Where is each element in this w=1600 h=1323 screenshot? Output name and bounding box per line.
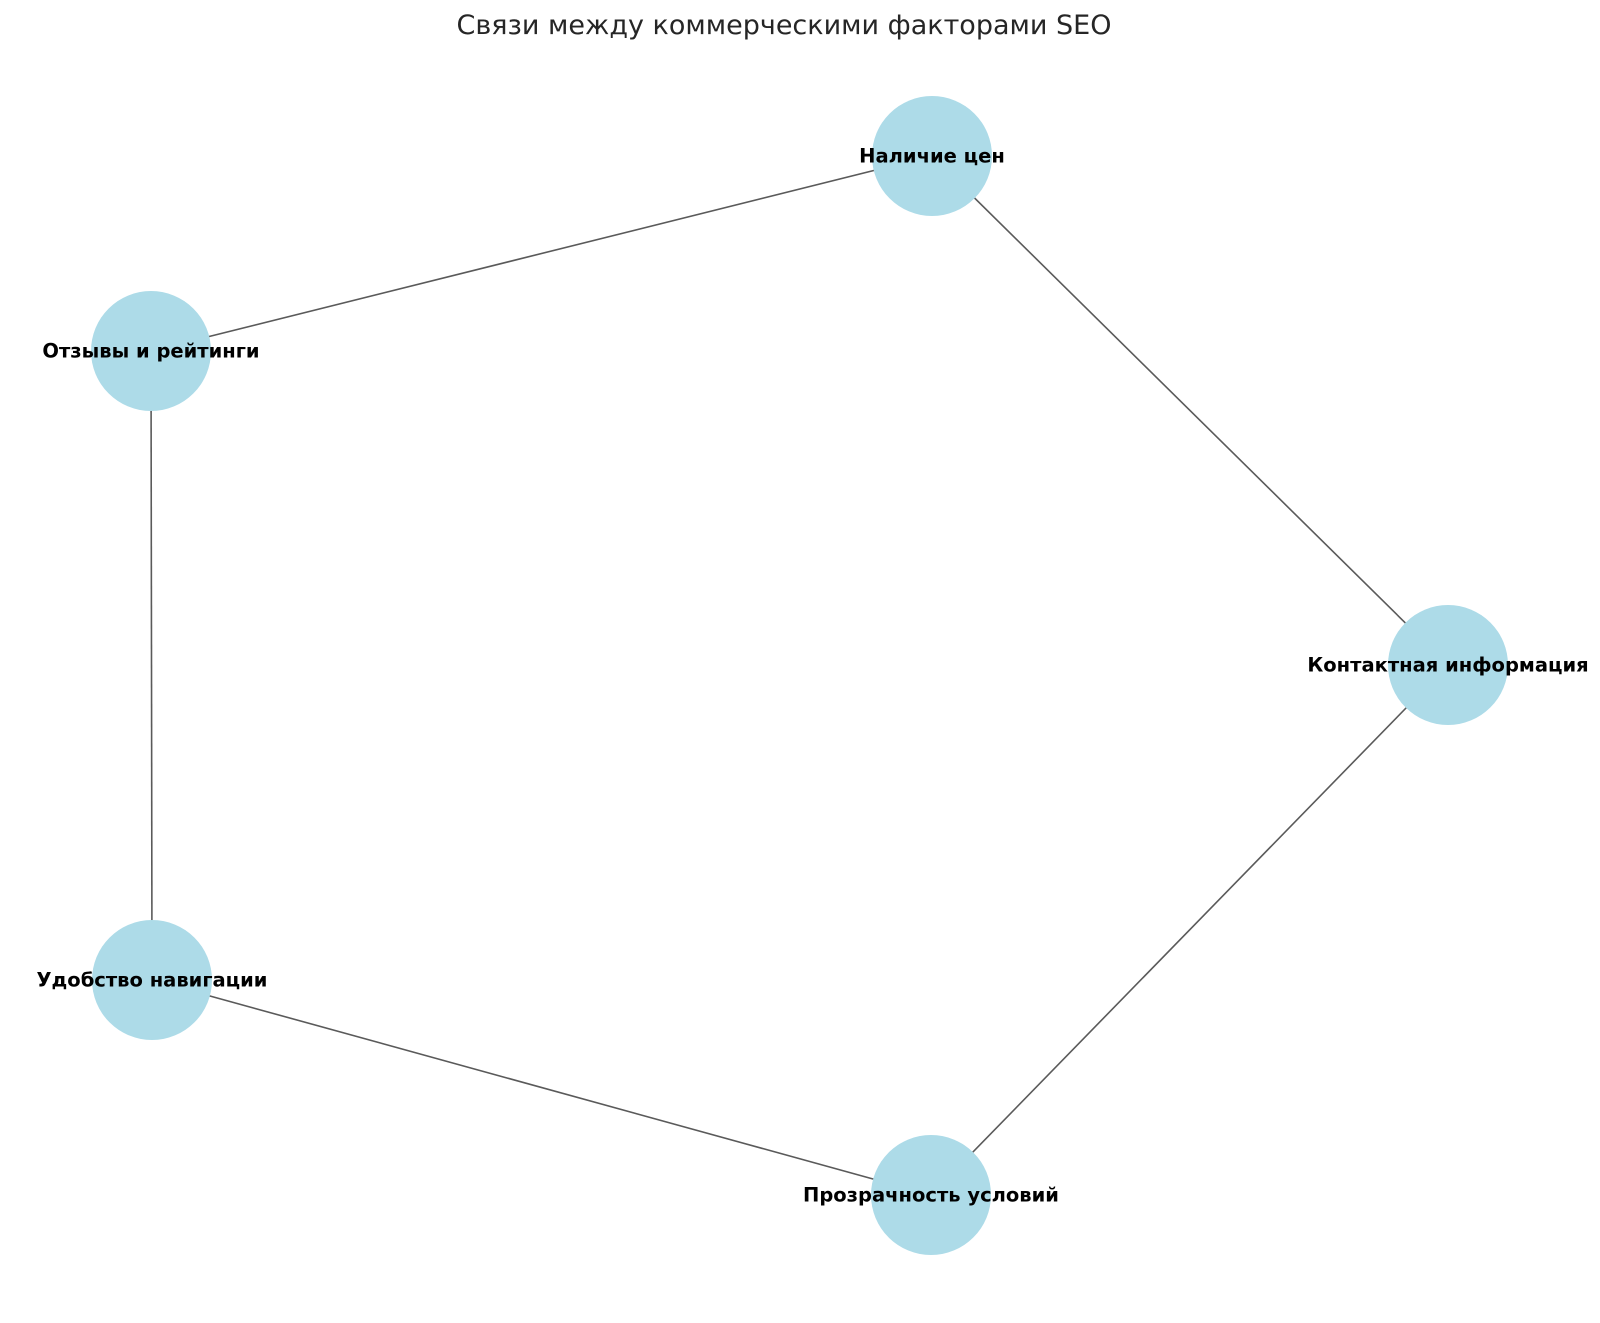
node-circle[interactable] — [1388, 605, 1508, 725]
graph-edge — [150, 350, 153, 981]
edges-layer — [150, 155, 1449, 1196]
node-label: Отзывы и рейтинги — [42, 340, 259, 363]
page-title: Связи между коммерческими факторами SEO — [456, 10, 1112, 41]
graph-edge — [930, 664, 1449, 1196]
node-label: Контактная информация — [1307, 654, 1588, 677]
graph-node[interactable]: Отзывы и рейтинги — [42, 291, 260, 411]
graph-node[interactable]: Наличие цен — [859, 96, 1005, 216]
node-label: Удобство навигации — [37, 969, 268, 992]
node-circle[interactable] — [91, 291, 211, 411]
node-label: Прозрачность условий — [803, 1184, 1059, 1207]
node-circle[interactable] — [871, 1135, 991, 1255]
node-circle[interactable] — [92, 920, 212, 1040]
graph-edge — [931, 155, 1449, 666]
graph-node[interactable]: Удобство навигации — [37, 920, 268, 1040]
node-label: Наличие цен — [859, 145, 1005, 168]
graph-node[interactable]: Контактная информация — [1307, 605, 1589, 725]
graph-edge — [151, 979, 932, 1196]
graph-node[interactable]: Прозрачность условий — [803, 1135, 1059, 1255]
node-circle[interactable] — [872, 96, 992, 216]
graph-edge — [150, 155, 933, 352]
